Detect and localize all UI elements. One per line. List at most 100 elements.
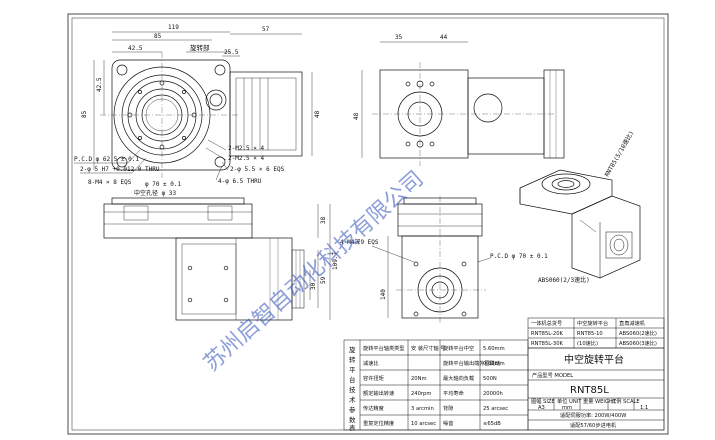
dim-109-7: 109.7 [332,252,339,270]
dim-42-5-vertical: 42.5 [96,77,103,92]
model-cell-1-1: (10速比) [577,339,598,347]
dim-85: 85 [154,33,162,40]
spec-title-char-2: 平 [349,366,356,374]
model-table [527,317,665,349]
spec-title-char-5: 术 [349,395,356,404]
front-dim-lines [309,204,331,320]
dim-48-mid: 48 [353,112,360,120]
dim-57: 57 [262,26,270,33]
spec-header-3: 5.60mm [483,346,505,352]
title-model-number: RNT85L [570,385,609,396]
dim-44: 44 [440,34,448,41]
plan-leaders [74,139,229,181]
model-header-0: 一体机总货号 [531,319,562,327]
isometric-view [519,169,641,279]
spec-cell-1-2: 最大轴向负载 [443,374,474,382]
spec-cell-2-3: 20000h [483,391,503,397]
spec-title-char-6: 参 [349,405,356,414]
model-cell-0-1: RNT85-10 [577,331,603,337]
dim-59: 59 [320,276,327,284]
spec-cell-4-1: 10 arcsec [411,421,436,427]
spec-header-2: 旋转平台中空 [443,344,474,352]
spec-cell-2-1: 240rpm [411,391,431,397]
dim-38: 38 [320,216,327,224]
iso-label-abs060: ABS060(2/3速比) [538,276,590,284]
top-center-view [372,62,565,166]
title-size-label: 图幅 SIZE [531,397,555,405]
spec-title-char-8: 表 [349,423,356,432]
spec-cell-0-0: 减速比 [363,359,379,367]
spec-cell-0-2: 旋转平台输出端外圈跳动 [443,359,500,367]
callout-m2-2: 2-M2.5 × 4 [228,155,265,162]
callout-eqs6: 2-φ 5.5 × 6 EQS [230,166,285,173]
callout-hollow: 中空孔径 φ 33 [134,189,176,197]
title-scale-value: 1:1 [640,405,648,411]
side-view [396,196,486,324]
top-center-dim-lines [361,41,468,158]
callout-thru6: 4-φ 6.5 THRU [218,178,262,185]
callout-m4-depth: 4-M4深9 EQS [340,238,379,246]
front-view [103,197,305,321]
title-name: 中空旋转平台 [564,353,624,366]
model-header-2: 直角减速机 [619,319,646,327]
callout-m2-1: 2-M2.5 × 4 [228,145,265,152]
model-header-1: 中空旋转平台 [577,319,608,327]
title-unit-label: 单位 UNIT [557,397,582,405]
callout-phi70: φ 70 ± 0.1 [145,181,182,188]
spec-title-char-0: 旋 [349,345,356,354]
side-dim-lines [371,236,491,318]
title-model-label: 产品型号 MODEL [532,371,573,379]
model-cell-0-2: ABS060(2速比) [619,329,657,337]
dim-85-vertical: 85 [81,110,88,118]
dim-42-5: 42.5 [128,45,143,52]
spec-title-char-7: 数 [349,415,356,424]
dim-25-5: 25.5 [224,49,239,56]
iso-label-rnt85: RNT85(5/10速比) [603,129,636,178]
spec-cell-2-0: 额定输出转速 [363,389,394,397]
callout-pcd: P.C.D φ 62.5 ± 0.1 [74,156,139,163]
model-cell-1-2: ABS060(3速比) [619,339,657,347]
spec-cell-3-2: 背隙 [443,404,453,412]
dim-119: 119 [168,24,179,31]
spec-title-vertical: 旋 转 平 台 技 术 参 数 表 [349,345,356,432]
outer-border [67,13,669,435]
spec-cell-1-0: 容许扭矩 [363,374,384,382]
spec-header-0: 旋转平台轴类类型 [363,344,405,352]
spec-cell-0-3: 0.02mm [483,361,505,367]
callout-pcd70: P.C.D φ 70 ± 0.1 [490,253,548,260]
label-rotary: 旋转部 [190,43,210,52]
title-motor-step: 适配57/60步进电机 [570,421,617,429]
spec-cell-3-0: 传达精度 [363,404,384,412]
title-motor-power: 适配伺服功率: 200W/400W [560,411,626,419]
callout-m4: 8-M4 × 8 EQS [88,179,132,186]
spec-title-char-4: 技 [349,385,356,394]
spec-cell-2-2: 平均寿命 [443,389,465,397]
spec-table [343,339,529,431]
title-unit-value: mm [562,405,572,411]
plan-view [100,52,303,178]
spec-cell-4-3: ≤65dB [483,421,501,427]
callout-pin: 2-φ 5 H7 +0.012 0 THRU [80,166,160,173]
plan-dim-lines [93,31,313,170]
dim-48: 48 [314,110,321,118]
spec-cell-4-0: 重复定位精度 [363,419,394,427]
model-cell-0-0: RNT85L-20K [531,331,564,337]
dim-30: 30 [310,282,317,290]
dim-35: 35 [395,34,403,41]
spec-cell-3-3: 25 arcsec [483,406,508,412]
spec-cell-3-1: 3 arcmin [411,406,434,412]
spec-cell-1-1: 20Nm [411,376,427,382]
model-cell-1-0: RNT85L-30K [531,341,564,347]
spec-title-char-3: 台 [349,375,356,384]
title-weight-label: 重量 WEIGHT [583,397,617,405]
title-size-value: A3 [538,405,545,411]
title-block [527,347,665,431]
spec-title-char-1: 转 [349,355,356,364]
title-scale-label: 比例 SCALE [611,397,640,405]
spec-header-1: 安 装尺寸轴 号 [411,344,445,352]
spec-cell-4-2: 噪音 [443,419,453,427]
dim-140: 140 [380,289,387,300]
spec-cell-1-3: 500N [483,376,497,382]
